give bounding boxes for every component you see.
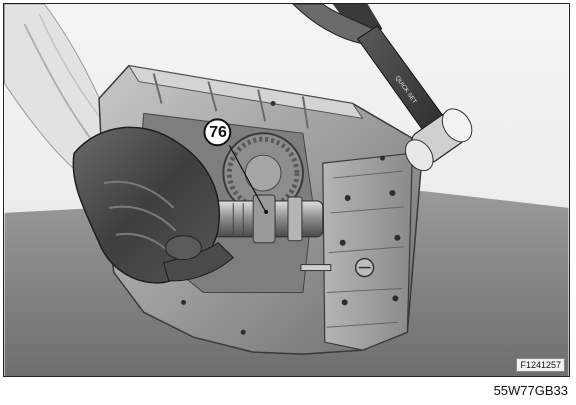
figure-frame: QUICK SET 76 F1241257 <box>3 3 570 377</box>
bolt-holes <box>181 100 401 335</box>
figure-code: F1241257 <box>516 358 565 372</box>
figure-caption: 55W77GB33 <box>493 383 568 398</box>
mallet: QUICK SET <box>292 4 473 172</box>
gear <box>222 132 304 214</box>
callout-circle <box>203 118 232 147</box>
callout-leader <box>228 144 266 212</box>
gearbox-photo: QUICK SET <box>4 4 569 376</box>
callout-number: 76 <box>209 124 227 141</box>
